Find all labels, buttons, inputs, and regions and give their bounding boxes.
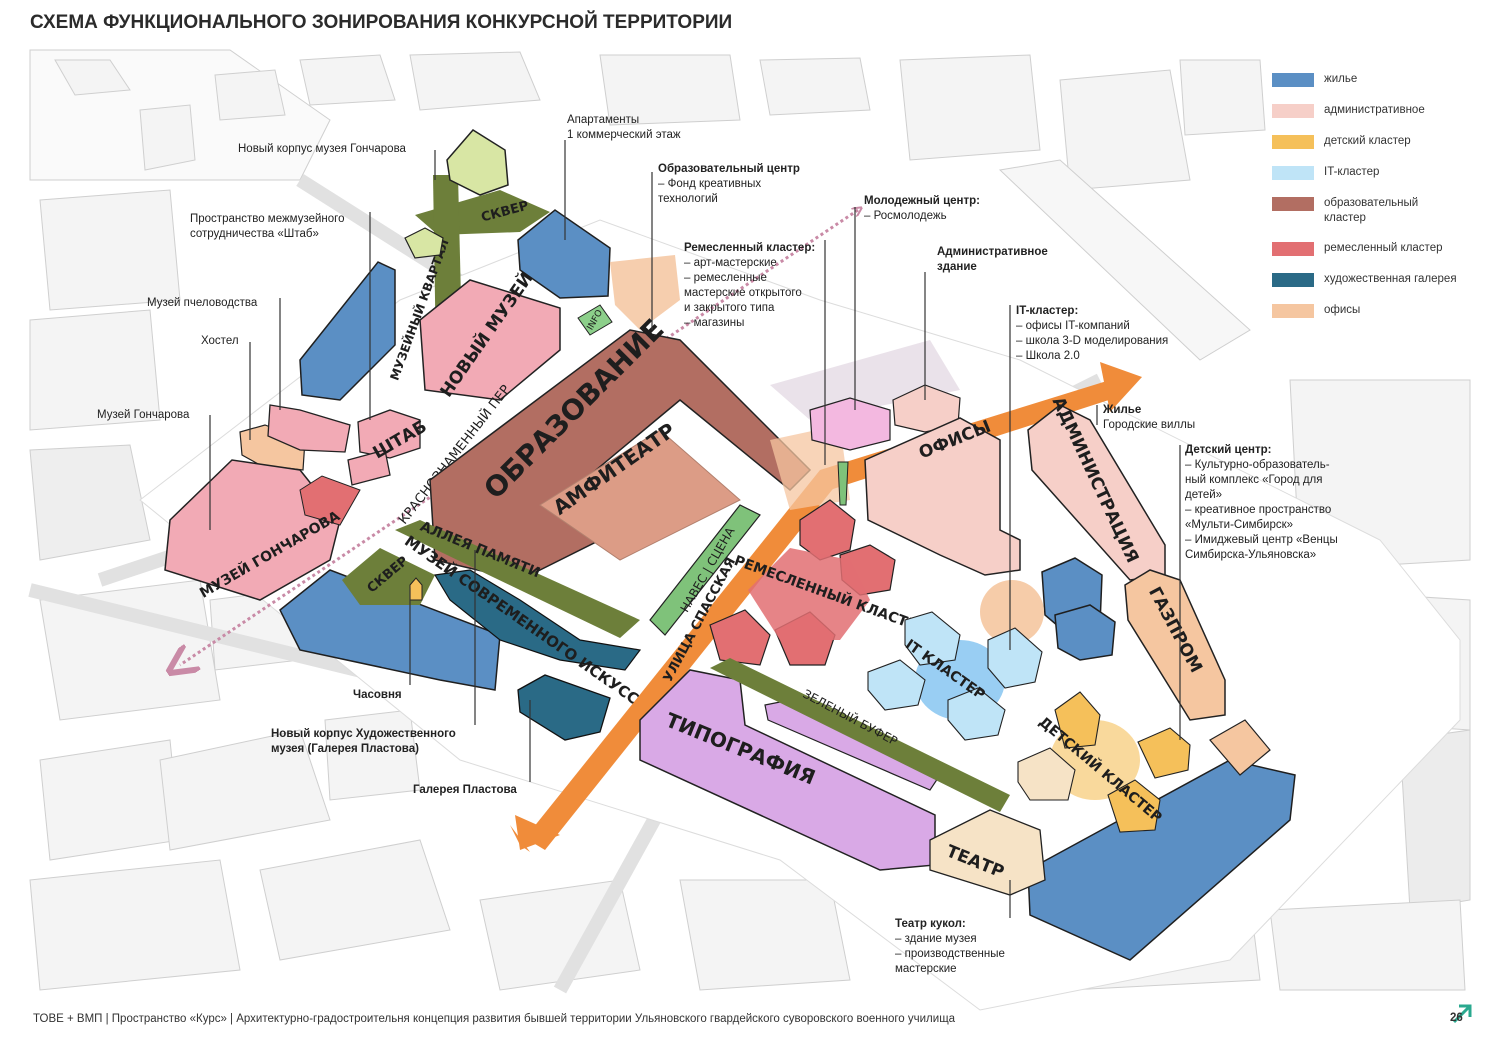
goncharov-museum-building bbox=[164, 459, 341, 601]
legend-label: детский кластер bbox=[1324, 135, 1411, 147]
callout-craft-cluster: Ремесленный кластер: – арт-мастерские – … bbox=[684, 242, 816, 329]
arrow-corner-icon bbox=[1452, 1004, 1472, 1024]
legend-label: жилье bbox=[1324, 73, 1358, 85]
callout-youth-center: Молодежный центр: – Росмолодежь bbox=[864, 195, 980, 222]
kids-light-building bbox=[1017, 747, 1076, 801]
apartments-building bbox=[446, 129, 509, 196]
shtab-building bbox=[357, 409, 421, 459]
offices-building bbox=[864, 417, 1021, 576]
orange-circle bbox=[980, 580, 1044, 644]
green-post bbox=[837, 461, 849, 506]
legend-label: художественная галерея bbox=[1324, 273, 1457, 285]
administration-building bbox=[1027, 404, 1166, 581]
callout-inter-museum: Пространство межмузейного сотрудничества… bbox=[190, 213, 345, 240]
housing-buildings bbox=[279, 209, 1296, 961]
red-plot bbox=[299, 475, 361, 526]
callout-kids-center: Детский центр: – Культурно-образователь-… bbox=[1185, 444, 1338, 561]
leader-lines bbox=[209, 140, 1181, 918]
theatre-building bbox=[929, 809, 1046, 896]
it-cluster-buildings bbox=[867, 611, 1043, 741]
callout-apartments: Апартаменты 1 коммерческий этаж bbox=[567, 114, 681, 141]
callout-plastov-gallery: Галерея Пластова bbox=[413, 784, 517, 796]
callout-it-cluster: IT-кластер: – офисы IT-компаний – школа … bbox=[1016, 305, 1169, 362]
callout-hostel: Хостел bbox=[201, 335, 239, 347]
legend-item: офисы bbox=[1272, 303, 1472, 319]
legend-item: образовательный кластер bbox=[1272, 196, 1472, 226]
page-number: 26 bbox=[1450, 1012, 1463, 1024]
new-museum-building bbox=[419, 279, 561, 401]
legend-swatch bbox=[1272, 304, 1314, 318]
legend-swatch bbox=[1272, 166, 1314, 180]
callout-new-art-museum: Новый корпус Художественного музея (Гале… bbox=[271, 728, 456, 755]
legend-item: ремесленный кластер bbox=[1272, 241, 1472, 257]
small-office-building bbox=[1209, 719, 1271, 776]
green-buffer-strip bbox=[710, 658, 1010, 812]
alley-strip bbox=[395, 520, 640, 638]
kids-cluster-buildings bbox=[1054, 691, 1191, 833]
legend-item: административное bbox=[1272, 103, 1472, 119]
admin-plot bbox=[770, 340, 960, 420]
legend-swatch bbox=[1272, 197, 1314, 211]
plastov-gallery bbox=[517, 674, 611, 741]
craft-cluster-core bbox=[748, 548, 870, 640]
canopy-stage bbox=[649, 504, 761, 636]
shtab-annex bbox=[347, 449, 391, 486]
callout-goncharov-museum: Музей Гончарова bbox=[97, 409, 190, 421]
callout-bee-museum: Музей пчеловодства bbox=[147, 297, 258, 309]
legend-swatch bbox=[1272, 104, 1314, 118]
bee-museum-building bbox=[267, 404, 351, 453]
callout-housing: Жилье Городские виллы bbox=[1103, 404, 1196, 431]
page-title: СХЕМА ФУНКЦИОНАЛЬНОГО ЗОНИРОВАНИЯ КОНКУР… bbox=[30, 12, 733, 33]
legend-label: административное bbox=[1324, 104, 1425, 116]
legend-swatch bbox=[1272, 273, 1314, 287]
legend-item: IT-кластер bbox=[1272, 165, 1472, 181]
typography-building bbox=[639, 669, 936, 871]
legend-item: детский кластер bbox=[1272, 134, 1472, 150]
callout-new-goncharov: Новый корпус музея Гончарова bbox=[238, 143, 406, 155]
legend-swatch bbox=[1272, 135, 1314, 149]
legend-swatch bbox=[1272, 73, 1314, 87]
legend-swatch bbox=[1272, 242, 1314, 256]
info-kiosk bbox=[577, 304, 613, 336]
amphitheatre bbox=[539, 429, 741, 561]
legend-item: жилье bbox=[1272, 72, 1472, 88]
legend-item: художественная галерея bbox=[1272, 272, 1472, 288]
legend-label: ремесленный кластер bbox=[1324, 242, 1443, 254]
youth-center-building bbox=[809, 397, 891, 451]
legend-label: IT-кластер bbox=[1324, 166, 1380, 178]
small-green-building bbox=[404, 227, 444, 259]
gazprom-building bbox=[1124, 569, 1226, 721]
callout-edu-center: Образовательный центр – Фонд креативных … bbox=[658, 163, 800, 205]
legend-label: образовательный кластер bbox=[1324, 197, 1419, 224]
footer-text: ТОВЕ + ВМП | Пространство «Курс» | Архит… bbox=[33, 1013, 956, 1025]
legend-label: офисы bbox=[1324, 304, 1361, 316]
offices-plaza bbox=[610, 255, 680, 330]
callout-puppet-theatre: Театр кукол: – здание музея – производст… bbox=[895, 918, 1005, 975]
callout-chapel: Часовня bbox=[353, 689, 402, 701]
callout-admin-building: Административное здание bbox=[937, 246, 1048, 273]
